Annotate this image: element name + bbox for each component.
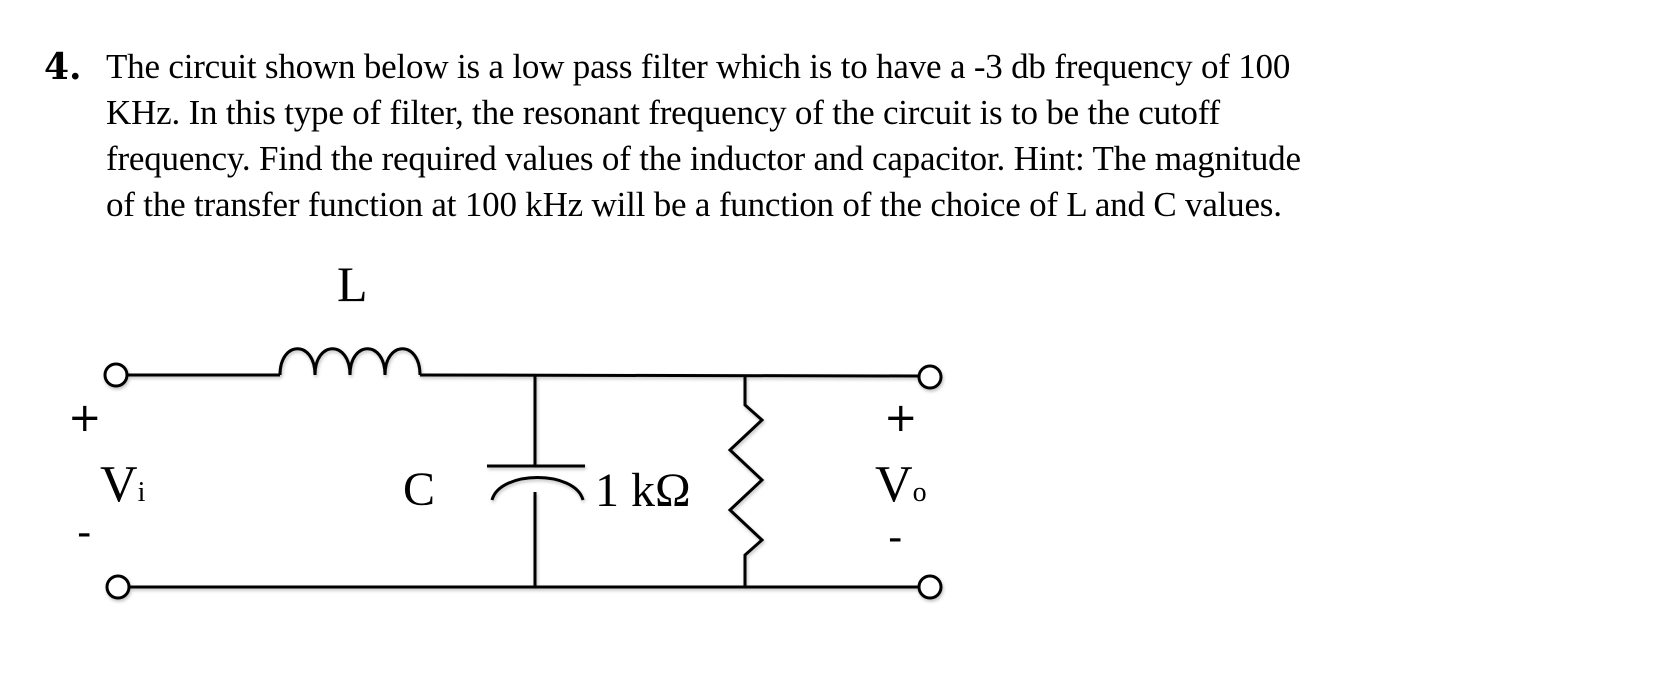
output-terminal-top [917, 364, 943, 390]
statement-line: frequency. Find the required values of t… [106, 139, 1301, 178]
output-voltage-label: Vo [875, 455, 927, 514]
inductor-coil [278, 347, 422, 376]
input-voltage-label: Vi [100, 455, 145, 514]
problem-number: 4. [44, 46, 82, 88]
inductor-label: L [337, 256, 368, 312]
input-minus-sign: - [77, 510, 92, 556]
statement-line: KHz. In this type of filter, the resonan… [106, 93, 1220, 132]
resistor-label: 1 kΩ [595, 464, 691, 517]
input-terminal-top [103, 362, 129, 388]
input-plus-sign: + [68, 395, 102, 441]
output-minus-sign: - [888, 515, 903, 561]
problem-statement: The circuit shown below is a low pass fi… [106, 44, 1606, 228]
input-voltage-symbol: V [100, 456, 138, 513]
output-plus-sign: + [884, 395, 918, 441]
input-terminal-bottom [105, 574, 131, 600]
output-terminal-bottom [917, 574, 943, 600]
output-voltage-subscript: o [912, 477, 927, 508]
statement-line: The circuit shown below is a low pass fi… [106, 47, 1291, 86]
capacitor-curved-plate [490, 476, 585, 501]
input-voltage-subscript: i [137, 477, 146, 508]
resistor-zigzag [727, 376, 765, 587]
output-voltage-symbol: V [875, 456, 913, 513]
capacitor-label: C [403, 463, 436, 516]
statement-line: of the transfer function at 100 kHz will… [106, 185, 1282, 224]
